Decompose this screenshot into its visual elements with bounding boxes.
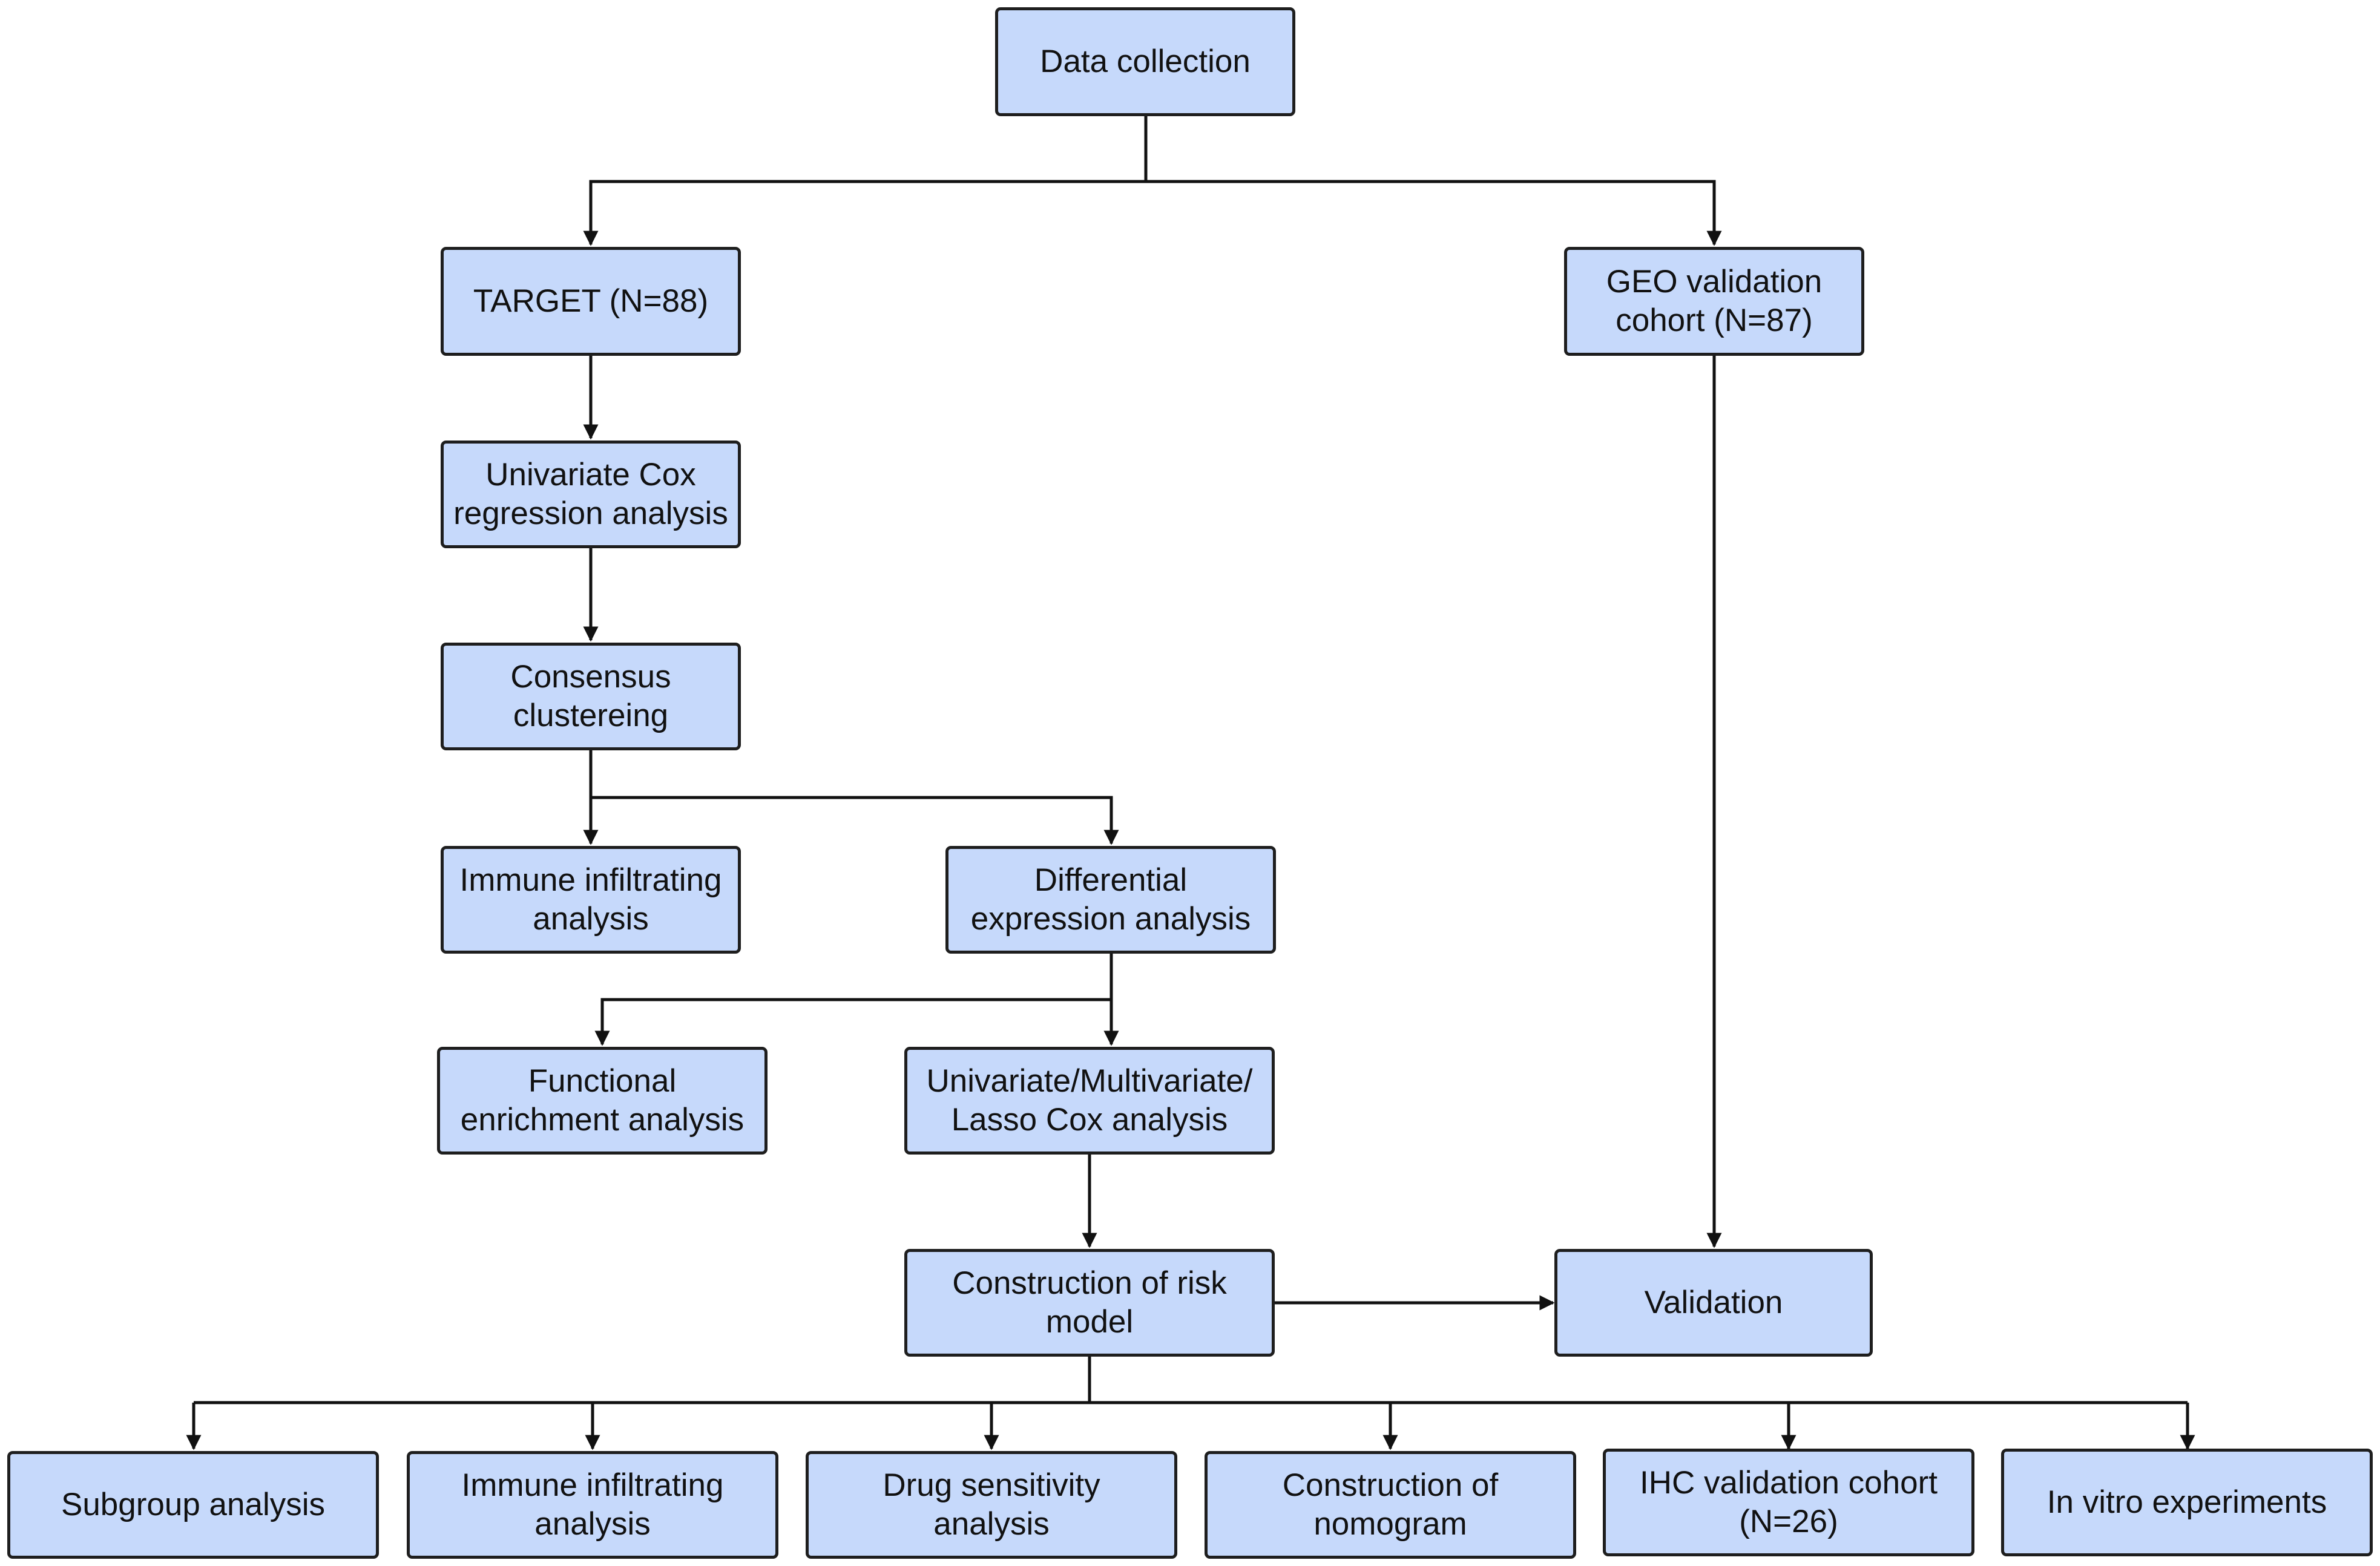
node-data-collection: Data collection: [995, 7, 1295, 116]
node-immune-infiltrating-1: Immune infiltrating analysis: [441, 846, 741, 954]
node-geo-validation-cohort-label: GEO validation cohort (N=87): [1606, 264, 1823, 338]
node-immune-infiltrating-2-label: Immune infiltrating analysis: [461, 1467, 724, 1542]
node-multivariate-cox-label: Univariate/Multivariate/ Lasso Cox analy…: [926, 1063, 1253, 1138]
node-drug-sensitivity-label: Drug sensitivity analysis: [883, 1467, 1100, 1542]
node-risk-model: Construction of risk model: [904, 1249, 1275, 1357]
node-functional-enrichment-label: Functional enrichment analysis: [460, 1063, 745, 1138]
node-validation-label: Validation: [1644, 1285, 1783, 1320]
edge-consensus-to-differential: [591, 796, 1119, 845]
node-ihc-validation-cohort-label: IHC validation cohort (N=26): [1640, 1465, 1938, 1539]
node-drug-sensitivity: Drug sensitivity analysis: [806, 1451, 1177, 1559]
node-risk-model-label: Construction of risk model: [952, 1265, 1227, 1340]
node-functional-enrichment: Functional enrichment analysis: [437, 1047, 768, 1155]
node-consensus-clustering-label: Consensus clustereing: [510, 659, 671, 733]
node-immune-infiltrating-2: Immune infiltrating analysis: [407, 1451, 778, 1559]
node-target: TARGET (N=88): [441, 247, 741, 356]
node-geo-validation-cohort: GEO validation cohort (N=87): [1564, 247, 1864, 356]
node-univariate-cox-label: Univariate Cox regression analysis: [453, 457, 728, 531]
node-validation: Validation: [1554, 1249, 1873, 1357]
node-in-vitro-experiments-label: In vitro experiments: [2046, 1484, 2327, 1520]
node-data-collection-label: Data collection: [1040, 44, 1251, 79]
node-nomogram-label: Construction of nomogram: [1282, 1467, 1499, 1542]
node-subgroup-analysis: Subgroup analysis: [7, 1451, 379, 1559]
edge-data-collection-to-geo: [1146, 180, 1722, 246]
node-univariate-cox: Univariate Cox regression analysis: [441, 441, 741, 548]
node-subgroup-analysis-label: Subgroup analysis: [61, 1487, 326, 1522]
node-target-label: TARGET (N=88): [473, 283, 709, 319]
node-nomogram: Construction of nomogram: [1205, 1451, 1576, 1559]
node-immune-infiltrating-1-label: Immune infiltrating analysis: [459, 862, 722, 937]
node-in-vitro-experiments: In vitro experiments: [2001, 1449, 2373, 1556]
node-ihc-validation-cohort: IHC validation cohort (N=26): [1603, 1449, 1974, 1556]
edge-differential-to-functional: [594, 998, 1111, 1046]
node-differential-expression: Differential expression analysis: [945, 846, 1276, 954]
edge-data-collection-to-target: [583, 116, 1148, 246]
node-differential-expression-label: Differential expression analysis: [970, 862, 1251, 937]
node-multivariate-cox: Univariate/Multivariate/ Lasso Cox analy…: [904, 1047, 1275, 1155]
node-consensus-clustering: Consensus clustereing: [441, 643, 741, 750]
